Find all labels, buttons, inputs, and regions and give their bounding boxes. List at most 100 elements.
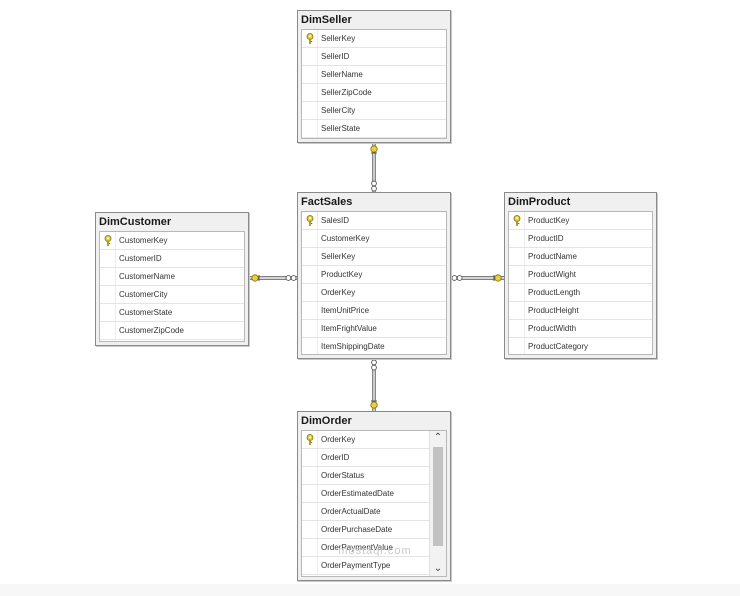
column-name: OrderActualDate [321,507,381,516]
column-row[interactable]: ProductKey [509,212,652,230]
table-title[interactable]: DimProduct [505,193,656,211]
table-title[interactable]: DimCustomer [96,213,248,231]
row-selector[interactable] [302,48,318,65]
row-selector[interactable] [302,30,318,47]
column-row[interactable]: ProductLength [509,284,652,302]
column-row[interactable]: ProductID [509,230,652,248]
column-name: OrderPaymentType [321,561,391,570]
table-title[interactable]: DimOrder [298,412,450,430]
column-row[interactable]: CustomerKey [302,230,446,248]
column-name: CustomerID [119,254,162,263]
column-row[interactable]: SellerState [302,120,446,138]
row-selector[interactable] [509,338,525,354]
column-row[interactable]: CustomerName [100,268,244,286]
row-selector[interactable] [100,250,116,267]
row-selector[interactable] [302,503,318,520]
column-row[interactable]: ItemShippingDate [302,338,446,354]
column-row[interactable]: CustomerCity [100,286,244,304]
column-row[interactable]: OrderKey [302,284,446,302]
row-selector[interactable] [302,467,318,484]
many-end-infinity-icon [371,359,377,371]
column-row[interactable]: SellerKey [302,30,446,48]
column-row[interactable]: ItemUnitPrice [302,302,446,320]
column-row[interactable]: OrderStatus [302,467,429,485]
column-row[interactable]: ProductWidth [509,320,652,338]
table-title[interactable]: FactSales [298,193,450,211]
row-selector[interactable] [302,302,318,319]
column-name: ProductWight [528,270,577,279]
row-selector[interactable] [509,302,525,319]
scroll-up-icon[interactable]: ⌃ [433,432,443,443]
row-selector[interactable] [509,230,525,247]
row-selector[interactable] [302,248,318,265]
row-selector[interactable] [509,320,525,337]
column-name: ProductKey [321,270,363,279]
row-selector[interactable] [100,286,116,303]
column-row[interactable]: SellerZipCode [302,84,446,102]
column-row[interactable]: SalesID [302,212,446,230]
column-name: SellerKey [321,252,356,261]
row-selector[interactable] [302,266,318,283]
row-selector[interactable] [302,449,318,466]
column-row[interactable]: ProductKey [302,266,446,284]
column-row[interactable]: OrderPurchaseDate [302,521,429,539]
row-selector[interactable] [302,230,318,247]
row-selector[interactable] [302,84,318,101]
row-selector[interactable] [302,284,318,301]
row-selector[interactable] [100,268,116,285]
table-title[interactable]: DimSeller [298,11,450,29]
column-row[interactable]: ProductWight [509,266,652,284]
scroll-down-icon[interactable]: ⌄ [433,563,443,574]
vertical-scrollbar[interactable]: ⌃ ⌄ [429,431,446,576]
column-name: ProductWidth [528,324,577,333]
row-selector[interactable] [509,212,525,229]
row-selector[interactable] [302,521,318,538]
column-row[interactable]: ProductHeight [509,302,652,320]
scrollbar-thumb[interactable] [433,447,443,546]
column-row[interactable]: OrderPaymentType [302,557,429,575]
row-selector[interactable] [302,431,318,448]
column-row[interactable]: SellerID [302,48,446,66]
row-selector[interactable] [302,320,318,337]
row-selector[interactable] [302,485,318,502]
column-row[interactable]: ItemFrightValue [302,320,446,338]
column-name: OrderKey [321,288,356,297]
column-row[interactable]: ProductCategory [509,338,652,354]
row-selector[interactable] [302,102,318,119]
row-selector[interactable] [302,212,318,229]
column-row[interactable]: SellerName [302,66,446,84]
row-selector[interactable] [509,284,525,301]
column-row[interactable]: OrderKey [302,431,429,449]
column-row[interactable]: CustomerKey [100,232,244,250]
row-selector[interactable] [509,248,525,265]
column-row[interactable]: CustomerState [100,304,244,322]
column-row[interactable]: OrderPaymentValue [302,539,429,557]
column-row[interactable]: SellerKey [302,248,446,266]
column-row[interactable]: ProductName [509,248,652,266]
column-row[interactable]: SellerCity [302,102,446,120]
row-selector[interactable] [302,338,318,354]
column-name: OrderKey [321,435,356,444]
column-row[interactable]: OrderID [302,449,429,467]
row-selector[interactable] [509,266,525,283]
row-selector[interactable] [302,120,318,137]
row-selector[interactable] [100,232,116,249]
key-icon [306,33,314,44]
row-selector[interactable] [302,66,318,83]
column-row[interactable]: OrderActualDate [302,503,429,521]
column-name: SellerKey [321,34,356,43]
column-row[interactable]: CustomerZipCode [100,322,244,340]
column-row[interactable]: OrderEstimatedDate [302,485,429,503]
row-selector[interactable] [100,322,116,339]
key-icon [104,235,112,246]
row-selector[interactable] [302,539,318,556]
row-selector[interactable] [302,557,318,574]
column-row[interactable]: CustomerID [100,250,244,268]
row-selector[interactable] [100,304,116,321]
